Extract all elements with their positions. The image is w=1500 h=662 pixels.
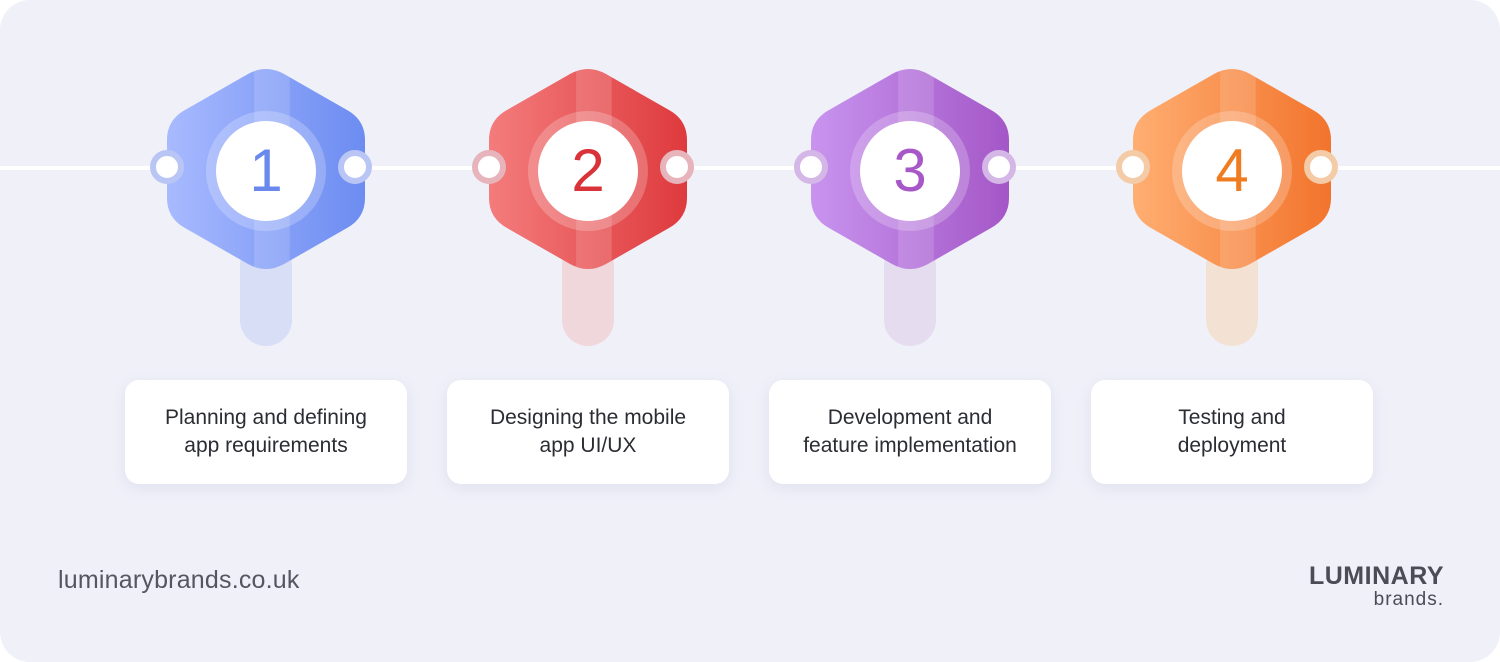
step-2: 2 Designing the mobile app UI/UX [447,60,729,490]
website-url: luminarybrands.co.uk [58,566,300,594]
logo-subtext: brands. [1373,589,1444,610]
step-3: 3 Development and feature implementation [769,60,1051,490]
step-4-number-badge: 4 [1182,121,1282,221]
brand-logo: LUMINARY brands. [1250,562,1444,610]
step-1: 1 Planning and defining app requirements [125,60,407,490]
step-1-number: 1 [249,137,283,204]
step-1-number-badge: 1 [216,121,316,221]
step-4-card: Testing and deployment [1091,380,1373,484]
step-3-node-left [794,150,828,184]
step-4-node-left [1116,150,1150,184]
step-3-card: Development and feature implementation [769,380,1051,484]
step-4-number: 4 [1215,137,1249,204]
step-1-card: Planning and defining app requirements [125,380,407,484]
step-2-number: 2 [571,137,605,204]
step-3-number: 3 [893,137,927,204]
step-2-card: Designing the mobile app UI/UX [447,380,729,484]
step-3-label: Development and feature implementation [803,406,1017,457]
step-3-number-badge: 3 [860,121,960,221]
step-2-label: Designing the mobile app UI/UX [489,406,687,457]
logo-wordmark: LUMINARY [1308,562,1444,590]
step-1-node-right [338,150,372,184]
step-2-node-right [660,150,694,184]
step-1-label: Planning and defining app requirements [164,406,367,457]
step-4: 4 Testing and deployment [1091,60,1373,490]
step-4-node-right [1304,150,1338,184]
step-1-node-left [150,150,184,184]
step-2-node-left [472,150,506,184]
step-3-node-right [982,150,1016,184]
step-2-number-badge: 2 [538,121,638,221]
timeline-line [0,166,1500,170]
step-4-label: Testing and deployment [1177,406,1287,457]
